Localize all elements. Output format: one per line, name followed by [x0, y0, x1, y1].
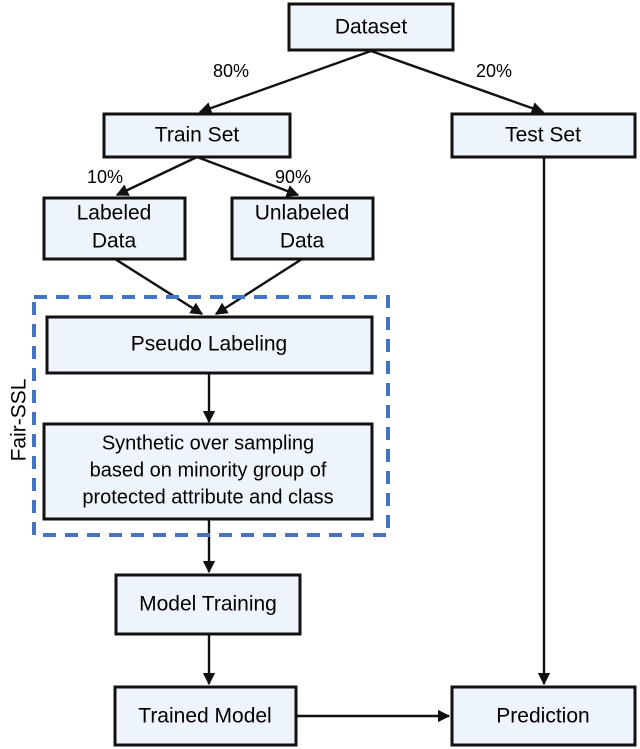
fair-ssl-group-box — [32, 295, 390, 537]
node-unlabeled-data-label-line2: Data — [280, 230, 325, 253]
node-train-set[interactable] — [102, 112, 292, 159]
node-labeled-data[interactable] — [42, 196, 187, 261]
node-model-training-label: Model Training — [139, 593, 277, 616]
node-pseudo-labeling-label: Pseudo Labeling — [131, 333, 287, 356]
node-test-set[interactable] — [450, 112, 637, 159]
node-labeled-data-label-line2: Data — [92, 230, 137, 253]
edge-dataset-to-train-set — [198, 49, 372, 115]
node-unlabeled-data[interactable] — [230, 196, 375, 261]
edge-train-set-to-labeled-data — [115, 155, 198, 197]
edge-unlabeled-data-to-pseudo-labeling — [214, 257, 303, 316]
fair-ssl-group-label: Fair-SSL — [8, 379, 31, 462]
node-synthetic-sampling-label-line2: based on minority group of — [90, 459, 327, 481]
node-model-training[interactable] — [114, 573, 302, 636]
edge-labeled-data-to-pseudo-labeling — [114, 257, 204, 316]
edge-train-set-to-unlabeled-data — [196, 155, 300, 197]
node-synthetic-sampling[interactable] — [42, 422, 374, 521]
node-prediction[interactable] — [450, 685, 637, 747]
node-trained-model-label: Trained Model — [138, 705, 271, 728]
node-pseudo-labeling[interactable] — [45, 315, 374, 375]
edge-label-split-train: 80% — [213, 61, 249, 81]
edge-dataset-to-test-set — [370, 49, 545, 115]
node-test-set-label: Test Set — [505, 124, 581, 147]
edge-label-split-unlabeled: 90% — [275, 167, 311, 187]
node-synthetic-sampling-label-line3: protected attribute and class — [82, 486, 333, 508]
node-labeled-data-label-line1: Labeled — [77, 202, 152, 225]
node-trained-model[interactable] — [113, 685, 298, 747]
node-unlabeled-data-label-line1: Unlabeled — [255, 202, 350, 225]
node-dataset[interactable] — [287, 2, 455, 52]
node-prediction-label: Prediction — [496, 705, 589, 728]
node-train-set-label: Train Set — [155, 124, 240, 147]
node-dataset-label: Dataset — [335, 16, 408, 39]
node-synthetic-sampling-label-line1: Synthetic over sampling — [102, 432, 314, 454]
edge-label-split-test: 20% — [476, 61, 512, 81]
edge-label-split-labeled: 10% — [87, 167, 123, 187]
